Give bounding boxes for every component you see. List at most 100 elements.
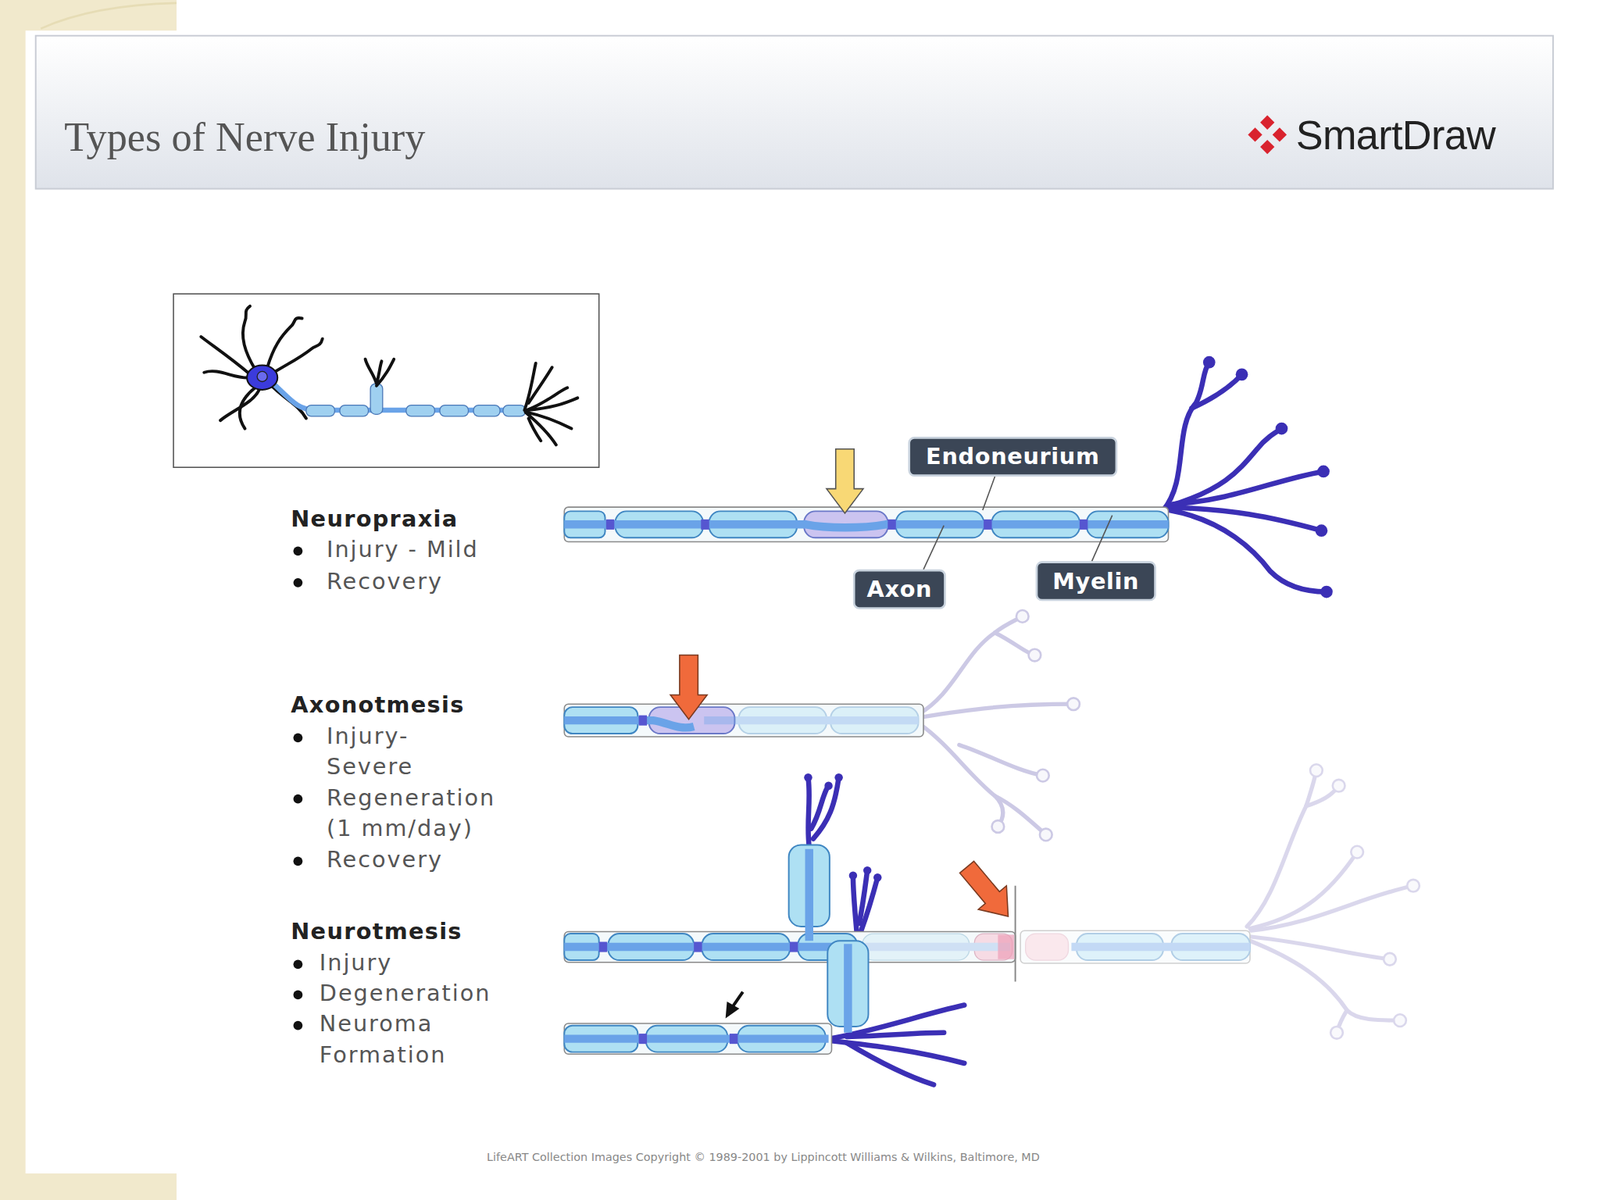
endoneurium-tube — [1020, 930, 1250, 964]
endoneurium-tube — [564, 703, 924, 737]
part-label: Myelin — [1052, 568, 1140, 595]
collateral-branch — [365, 359, 395, 386]
myelin-segment — [339, 405, 369, 417]
slide-title: Types of Nerve Injury — [64, 117, 425, 158]
node-of-ranvier — [606, 519, 615, 530]
dendrite — [239, 387, 256, 429]
dendrite — [220, 389, 260, 421]
part-label: Axon — [867, 576, 933, 603]
terminal-knob — [834, 773, 843, 782]
terminal-branch — [1250, 940, 1400, 1021]
myelin-segment — [473, 405, 500, 417]
dendrite — [203, 371, 251, 378]
terminal-knob — [1235, 368, 1249, 382]
terminal-branch — [1169, 510, 1327, 592]
terminal-branch — [920, 703, 1074, 718]
logo-mark — [1247, 115, 1287, 155]
endoneurium-tube — [564, 931, 1015, 962]
myelin-segment — [406, 405, 436, 417]
bullet — [293, 959, 304, 969]
leader-line — [923, 525, 944, 570]
leader-line — [982, 476, 996, 511]
terminal-knob — [1332, 779, 1346, 793]
terminal-branch — [1246, 770, 1317, 927]
myelin-segment — [439, 405, 469, 417]
part-label-box: Axon — [853, 569, 947, 610]
terminal-knob — [1315, 524, 1329, 537]
nucleus — [257, 371, 268, 382]
bullet — [293, 990, 304, 1000]
terminal-knob — [1350, 846, 1364, 859]
terminal-knob — [803, 773, 812, 782]
sprout-branch — [860, 877, 878, 931]
terminal-knob — [1039, 828, 1053, 842]
terminal-branch — [1192, 374, 1243, 408]
part-label-box: Endoneurium — [907, 436, 1118, 477]
slide-background — [25, 30, 179, 1174]
terminal-knob — [849, 871, 858, 879]
axon-core — [564, 942, 859, 951]
neuroma-branch — [846, 1032, 944, 1037]
sprout-axon — [805, 849, 814, 942]
endoneurium-tube — [564, 1023, 832, 1054]
dendrite — [242, 306, 256, 370]
logo-diamond — [1260, 115, 1275, 130]
bullet-dots — [293, 546, 304, 1030]
sprout-branch — [813, 777, 840, 839]
logo-diamond — [1260, 139, 1275, 154]
sprout-axon — [843, 943, 852, 1033]
terminal-knob — [992, 820, 1005, 833]
corner-decoration — [40, 3, 177, 29]
cut-segment — [1025, 933, 1069, 961]
terminal-knob — [1275, 422, 1289, 436]
degenerating-terminal — [918, 610, 1080, 841]
terminal-branch — [920, 724, 1004, 827]
terminal-branch — [959, 744, 1043, 775]
terminal-knob — [1310, 764, 1323, 777]
neuron-inset — [200, 306, 578, 446]
dendrite — [271, 385, 306, 419]
node-of-ranvier — [729, 1033, 738, 1044]
injury-type-heading: Neuropraxia — [290, 503, 458, 535]
bullet-item: Injury - Mild — [326, 534, 479, 565]
node-of-ranvier — [789, 942, 798, 953]
copyright-note: LifeART Collection Images Copyright © 19… — [486, 1150, 1040, 1165]
bullet — [293, 856, 304, 866]
terminal-knob — [1320, 585, 1333, 599]
bullet — [293, 546, 304, 556]
dendrite — [200, 336, 249, 374]
node-of-ranvier — [1079, 519, 1088, 530]
terminal-branch — [1250, 885, 1414, 931]
cut-stump — [997, 934, 1015, 959]
sprout-branch — [853, 875, 858, 937]
degenerating-axon — [865, 942, 1011, 951]
terminal-branch — [918, 616, 1023, 715]
terminal-branch — [1170, 507, 1322, 531]
node-of-ranvier — [639, 715, 647, 726]
node-of-ranvier — [599, 942, 608, 953]
injury-arrow — [670, 655, 708, 720]
bullet-item: Recovery — [326, 844, 443, 875]
part-label: Endoneurium — [925, 443, 1100, 470]
myelin-segment — [370, 383, 383, 415]
bullet — [293, 732, 304, 743]
part-label-box: Myelin — [1035, 560, 1157, 601]
neuropraxia-nerve — [564, 356, 1333, 599]
bullet — [293, 578, 304, 588]
cell-body — [246, 365, 278, 390]
bullet-item: Injury — [319, 947, 393, 979]
terminal-knob — [1016, 610, 1029, 623]
sprout-branch — [807, 777, 809, 847]
injury-type-heading: Axonotmesis — [290, 689, 465, 721]
terminal-branch — [1250, 936, 1390, 960]
terminal-knob — [1393, 1014, 1407, 1027]
myelin-segment — [503, 405, 526, 417]
bullet — [293, 794, 304, 804]
terminal-knob — [1036, 769, 1050, 783]
degenerating-distal — [1020, 764, 1420, 1039]
bullet-item: Recovery — [326, 566, 443, 597]
axon-core — [564, 720, 694, 728]
bullet-item: Degeneration — [319, 978, 492, 1010]
degenerating-segment — [703, 707, 918, 734]
